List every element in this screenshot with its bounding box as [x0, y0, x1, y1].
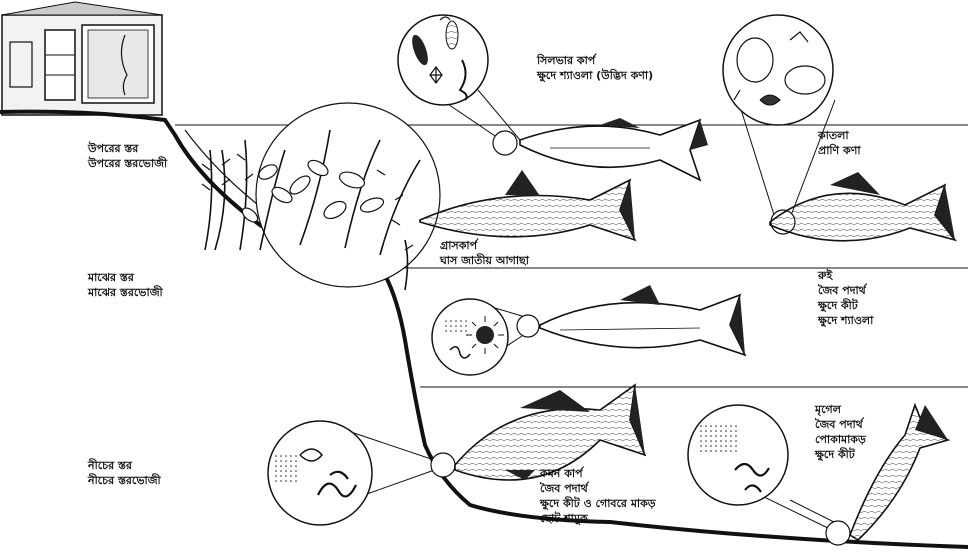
silver-carp-name: সিলভার কার্প: [537, 53, 653, 68]
common-carp-food-2: ক্ষুদে কীট ও গোবরে মাকড়: [540, 496, 656, 511]
weed-magnifier: [202, 103, 440, 290]
house-icon: [2, 2, 162, 115]
middle-layer-label: মাঝের স্তর মাঝের স্তরভোজী: [88, 270, 163, 300]
common-carp-name: কমন কার্প: [540, 466, 656, 481]
rohu-name: রুই: [818, 268, 873, 283]
silver-carp-label: সিলভার কার্প ক্ষুদে শ্যাওলা (উদ্ভিদ কণা): [537, 53, 653, 83]
silver-carp-fish: [520, 118, 708, 180]
common-carp-food-magnifier: [268, 421, 455, 525]
middle-layer-feeder: মাঝের স্তরভোজী: [88, 285, 163, 300]
mrigal-food-1: জৈব পদার্থ: [815, 417, 866, 432]
common-carp-food-3: ছোট শামুক: [540, 511, 656, 526]
common-carp-label: কমন কার্প জৈব পদার্থ ক্ষুদে কীট ও গোবরে …: [540, 466, 656, 526]
silver-carp-food: ক্ষুদে শ্যাওলা (উদ্ভিদ কণা): [537, 68, 653, 83]
grass-carp-fish: [420, 170, 635, 240]
common-carp-food-1: জৈব পদার্থ: [540, 481, 656, 496]
middle-layer-title: মাঝের স্তর: [88, 270, 163, 285]
rohu-food-3: ক্ষুদে শ্যাওলা: [818, 313, 873, 328]
mrigal-food-2: পোকামাকড়: [815, 432, 866, 447]
grass-carp-food: ঘাস জাতীয় আগাছা: [440, 253, 529, 268]
catla-food: প্রাণি কণা: [818, 143, 861, 158]
mrigal-label: মৃগেল জৈব পদার্থ পোকামাকড় ক্ষুদে কীট: [815, 402, 866, 462]
grass-carp-name: গ্রাসকার্প: [440, 238, 529, 253]
rohu-fish: [540, 285, 745, 355]
mrigal-name: মৃগেল: [815, 402, 866, 417]
mrigal-food-3: ক্ষুদে কীট: [815, 447, 866, 462]
rohu-label: রুই জৈব পদার্থ ক্ষুদে কীট ক্ষুদে শ্যাওলা: [818, 268, 873, 328]
upper-layer-title: উপরের স্তর: [88, 141, 167, 156]
grass-carp-label: গ্রাসকার্প ঘাস জাতীয় আগাছা: [440, 238, 529, 268]
upper-layer-label: উপরের স্তর উপরের স্তরভোজী: [88, 141, 167, 171]
catla-fish: [770, 172, 955, 241]
rohu-food-1: জৈব পদার্থ: [818, 283, 873, 298]
catla-label: কাতলা প্রাণি কণা: [818, 128, 861, 158]
catla-name: কাতলা: [818, 128, 861, 143]
bottom-layer-label: নীচের স্তর নীচের স্তরভোজী: [88, 458, 161, 488]
bottom-layer-feeder: নীচের স্তরভোজী: [88, 473, 161, 488]
rohu-food-magnifier: [432, 299, 539, 375]
bottom-layer-title: নীচের স্তর: [88, 458, 161, 473]
rohu-food-2: ক্ষুদে কীট: [818, 298, 873, 313]
upper-layer-feeder: উপরের স্তরভোজী: [88, 156, 167, 171]
